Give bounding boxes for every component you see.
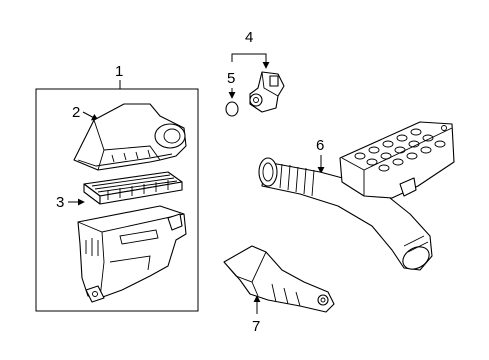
air-flow-sensor[interactable] <box>249 71 285 113</box>
air-inlet-duct[interactable] <box>223 245 335 313</box>
air-resonator[interactable] <box>339 121 455 199</box>
resonator-grid <box>354 128 446 172</box>
assembly-group-box <box>35 88 199 312</box>
air-filter-element[interactable] <box>83 171 183 205</box>
callout-2[interactable]: 2 <box>72 104 80 121</box>
callout-3[interactable]: 3 <box>56 194 64 211</box>
callout-7[interactable]: 7 <box>252 318 260 335</box>
air-cleaner-case[interactable] <box>77 205 187 303</box>
air-cleaner-cover[interactable] <box>73 103 187 171</box>
intake-air-hose[interactable] <box>258 157 433 274</box>
callout-4[interactable]: 4 <box>245 29 253 46</box>
callout-5[interactable]: 5 <box>227 70 235 87</box>
callout-6[interactable]: 6 <box>316 137 324 154</box>
leader-4-bracket <box>231 53 270 69</box>
callout-1[interactable]: 1 <box>115 63 123 80</box>
o-ring[interactable] <box>225 101 239 117</box>
